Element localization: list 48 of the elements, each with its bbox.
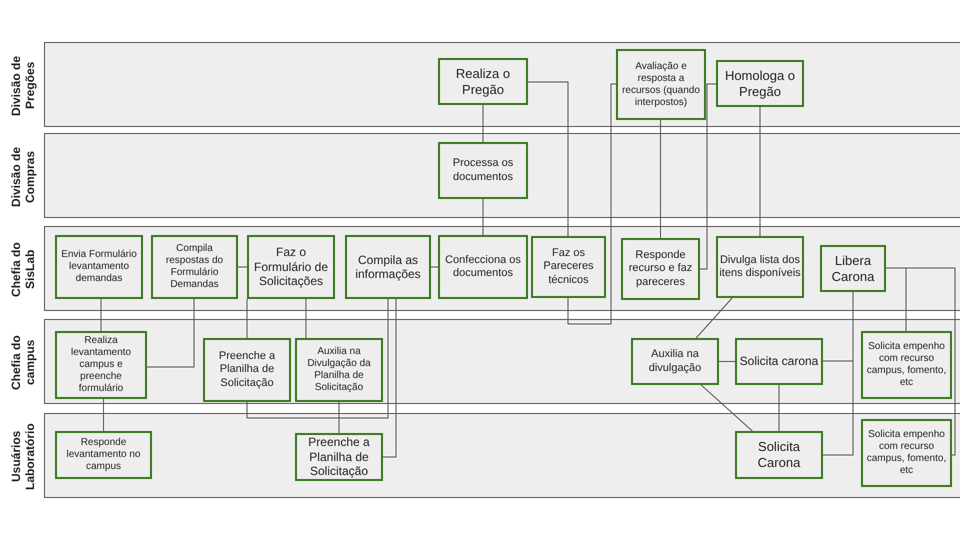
connector-line bbox=[718, 361, 736, 362]
process-box: Solicita carona bbox=[735, 338, 823, 385]
process-box: Compila respostas do Formulário Demandas bbox=[151, 235, 238, 299]
connector-line bbox=[696, 298, 733, 338]
connector-line bbox=[338, 402, 340, 434]
connector-line bbox=[238, 266, 248, 268]
process-box: Confecciona os documentos bbox=[438, 235, 528, 299]
process-box: Auxilia na divulgação bbox=[631, 338, 719, 385]
connector-line bbox=[700, 84, 716, 270]
connector-line bbox=[482, 104, 484, 142]
lane-label: Chefia do SisLab bbox=[8, 241, 38, 299]
process-box: Preenche a Planilha de Solicitação bbox=[295, 433, 383, 481]
connector-line bbox=[660, 120, 661, 238]
connector-line bbox=[430, 266, 438, 268]
connector-line bbox=[482, 198, 484, 236]
process-box: Libera Carona bbox=[820, 245, 886, 292]
process-box: Homologa o Pregão bbox=[716, 60, 804, 107]
process-box: Responde levantamento no campus bbox=[55, 431, 152, 479]
process-box: Envia Formulário levantamento demandas bbox=[55, 235, 143, 299]
connector-line bbox=[100, 298, 102, 332]
lane-label: Divisão de Pregões bbox=[8, 54, 38, 118]
lane-label: Usuários Laboratório bbox=[8, 422, 38, 492]
process-box: Avaliação e resposta a recursos (quando interpostos) bbox=[616, 49, 706, 120]
connector-line bbox=[305, 298, 306, 338]
connector-line bbox=[246, 298, 248, 338]
process-box: Realiza o Pregão bbox=[438, 58, 528, 105]
process-box: Compila as informações bbox=[345, 235, 431, 299]
connector-line bbox=[568, 84, 616, 324]
process-box: Realiza levantamento campus e preenche formulário bbox=[55, 331, 147, 399]
process-box: Faz os Pareceres técnicos bbox=[531, 236, 606, 298]
process-box: Auxilia na Divulgação da Planilha de Solicitação bbox=[295, 338, 383, 402]
lane-label: Chefia do campus bbox=[8, 334, 38, 392]
process-box: Responde recurso e faz pareceres bbox=[621, 238, 700, 300]
process-box: Solicita empenho com recurso campus, fomento, etc bbox=[861, 419, 952, 487]
connector-line bbox=[246, 298, 388, 418]
process-box: Solicita empenho com recurso campus, fomento, etc bbox=[861, 331, 952, 399]
connector-line bbox=[103, 398, 104, 432]
connector-line bbox=[700, 384, 753, 432]
process-box: Solicita Carona bbox=[735, 431, 823, 479]
process-box: Faz o Formulário de Solicitações bbox=[247, 235, 335, 299]
lane-label: Divisão de Compras bbox=[8, 145, 38, 209]
connector-line bbox=[528, 82, 568, 236]
connector-line bbox=[146, 298, 194, 368]
connector-line bbox=[382, 298, 396, 458]
process-box: Processa os documentos bbox=[438, 142, 528, 199]
connector-line bbox=[778, 384, 780, 432]
process-box: Divulga lista dos itens disponíveis bbox=[716, 236, 804, 298]
process-box: Preenche a Planilha de Solicitação bbox=[203, 338, 291, 402]
